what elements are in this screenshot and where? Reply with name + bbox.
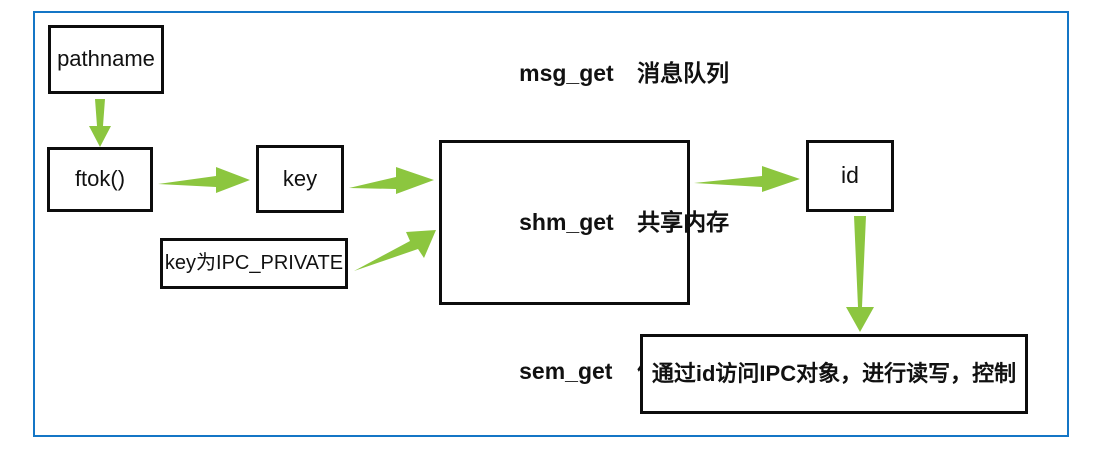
node-id-label: id: [841, 162, 859, 189]
node-pathname-label: pathname: [57, 46, 155, 72]
ipc-get-row: msg_get 消息队列: [468, 29, 729, 117]
node-ftok-label: ftok(): [74, 166, 126, 192]
ipc-get-row-function: sem_get: [519, 357, 613, 384]
node-ftok: ftok(): [47, 147, 153, 212]
node-key: key: [256, 145, 344, 213]
ipc-get-row-function: msg_get: [519, 59, 614, 86]
ipc-get-row-description: 消息队列: [637, 59, 730, 86]
node-pathname: pathname: [48, 25, 164, 94]
node-id: id: [806, 140, 894, 212]
node-ipc-access: 通过id访问IPC对象，进行读写，控制: [640, 334, 1028, 414]
node-key-private: key为IPC_PRIVATE: [160, 238, 348, 289]
ipc-get-row: shm_get 共享内存: [468, 178, 729, 266]
node-key-private-label: key为IPC_PRIVATE: [164, 251, 344, 274]
ipc-get-row-function: shm_get: [519, 208, 614, 235]
node-key-label: key: [282, 165, 318, 191]
ipc-get-row-description: 共享内存: [637, 208, 730, 235]
node-ipc-access-label: 通过id访问IPC对象，进行读写，控制: [651, 360, 1017, 386]
